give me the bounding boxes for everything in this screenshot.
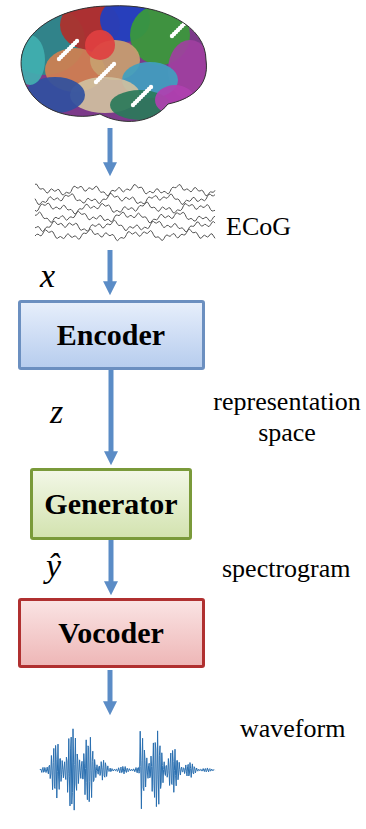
variable-label: ŷ [46, 547, 61, 584]
waveform-plot [40, 729, 215, 810]
variable-label: x [40, 257, 55, 294]
generator-box: Generator [30, 468, 191, 540]
flow-arrow [108, 250, 113, 284]
brain-illustration [0, 0, 220, 130]
stage-label: waveform [240, 714, 345, 743]
stage-label: spectrogram [222, 553, 351, 584]
stage-label: spectrogram [222, 554, 351, 583]
stage-label: representation space [213, 387, 360, 447]
flow-arrow [108, 128, 113, 165]
flow-arrow [109, 370, 114, 454]
variable-label: z [50, 393, 63, 430]
stage-label: waveform [240, 713, 345, 744]
box-title: Generator [44, 487, 177, 521]
encoder-box: Encoder [18, 300, 205, 370]
box-title: Vocoder [58, 616, 164, 650]
stage-label: representation space [212, 386, 362, 448]
flow-arrow [109, 540, 114, 584]
variable-label: x [40, 256, 55, 297]
signal-label: ECoG [226, 212, 291, 241]
flow-arrow [108, 670, 113, 704]
box-title: Encoder [57, 318, 165, 352]
ecog-traces [35, 184, 215, 241]
variable-label: ŷ [46, 546, 61, 587]
variable-label: z [50, 392, 63, 433]
signal-label: ECoG [226, 211, 291, 242]
vocoder-box: Vocoder [18, 598, 205, 668]
